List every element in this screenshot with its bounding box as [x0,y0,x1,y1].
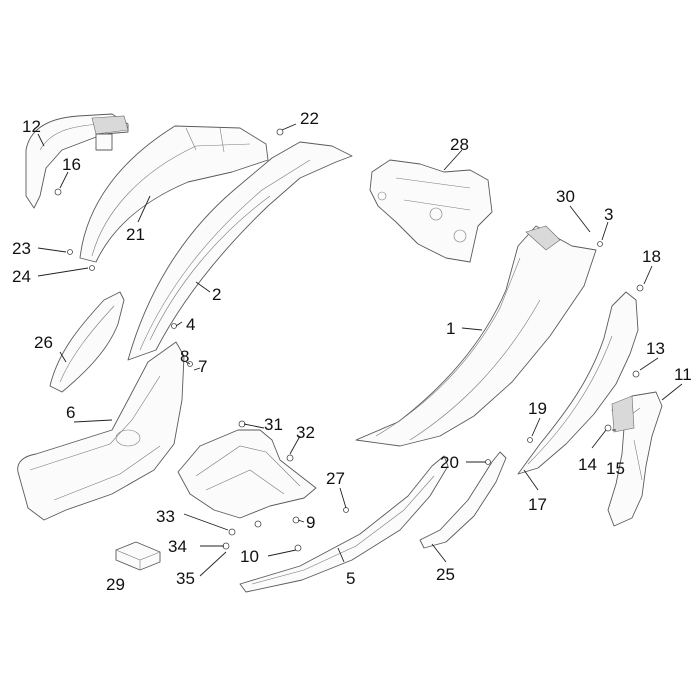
callout-8: 8 [180,347,189,366]
callout-11: 11 [674,365,692,384]
callout-9: 9 [306,513,315,532]
part-28-rear-inner-panel [369,159,493,263]
callout-4: 4 [186,315,195,334]
callout-18: 18 [642,247,661,266]
callout-30: 30 [556,187,575,206]
callout-26: 26 [34,333,53,352]
part-29-pad [115,541,161,571]
callout-3: 3 [604,205,613,224]
part-5-footboard-strip [239,455,449,593]
callout-32: 32 [296,423,315,442]
callout-1: 1 [446,319,455,338]
callout-34: 34 [168,537,187,556]
callout-33: 33 [156,507,175,526]
callout-5: 5 [346,569,355,588]
callout-27: 27 [326,469,345,488]
callout-22: 22 [300,109,319,128]
callout-labels: 12 16 22 21 23 24 2 4 26 8 7 6 28 30 3 1… [12,109,692,594]
callout-2: 2 [212,285,221,304]
callout-14: 14 [578,455,597,474]
part-26-bracket [49,291,125,393]
callout-35: 35 [176,569,195,588]
part-21-rear-frame [79,125,269,263]
callout-19: 19 [528,399,547,418]
part-6-lower-side-cover [17,341,185,521]
part-25-trim-strip [419,451,507,549]
callout-21: 21 [126,225,145,244]
callout-24: 24 [12,267,31,286]
callout-12: 12 [22,117,41,136]
callout-20: 20 [440,453,459,472]
callout-13: 13 [646,339,665,358]
part-17-rear-panel [517,291,639,475]
callout-17: 17 [528,495,547,514]
callout-7: 7 [198,357,207,376]
part-1-main-side-cover [355,225,597,447]
callout-28: 28 [450,135,469,154]
part-2-side-rail [127,141,353,361]
part-11-tail-handle [607,391,663,527]
callout-23: 23 [12,239,31,258]
part-31-floor-mat [177,429,317,519]
part-12-handle [25,113,129,209]
callout-6: 6 [66,403,75,422]
callout-29: 29 [106,575,125,594]
callout-31: 31 [264,415,283,434]
callout-25: 25 [436,565,455,584]
fasteners [54,128,644,552]
callout-15: 15 [606,459,625,478]
leader-lines [37,123,683,577]
callout-10: 10 [240,547,259,566]
callout-16: 16 [62,155,81,174]
